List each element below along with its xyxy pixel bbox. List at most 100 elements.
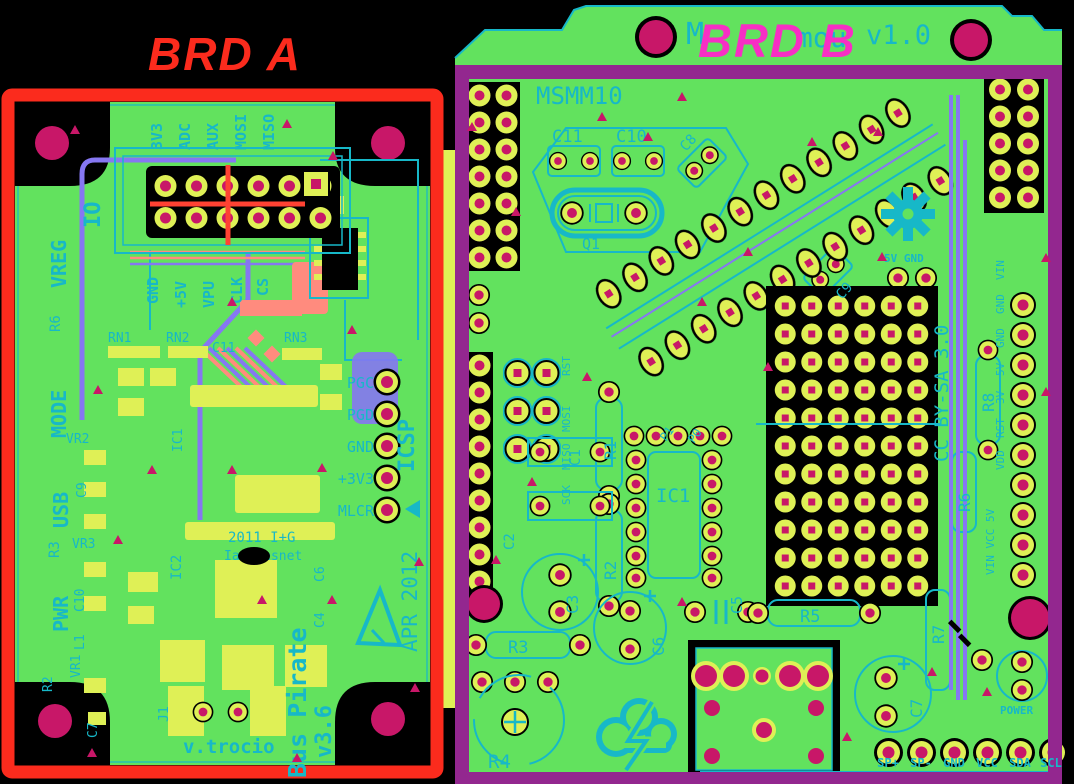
large-via <box>1008 596 1052 640</box>
board-a-title: BRD A <box>148 28 302 80</box>
ref-label: RN1 <box>108 331 131 346</box>
ref-label: R4 <box>488 751 511 773</box>
right-header <box>1008 290 1038 590</box>
violet-trace-bundle <box>947 95 972 700</box>
gear-icon <box>881 187 935 241</box>
pin-label-group: VIN VCC 5V <box>984 508 997 575</box>
icsp-header <box>372 366 420 526</box>
ref-label: IC1 <box>656 485 690 507</box>
arrow-icon <box>405 500 420 518</box>
board-b-silkscreen: MSMM10 C11 C10 C8 Q1 C9 RST MOSI MISO SC… <box>488 82 1062 773</box>
board-a-silkscreen: 3V3 ADC AUX MOSI MISO GND +5V VPU CLK CS… <box>41 114 422 778</box>
pin-label: 3V3 <box>148 123 166 150</box>
pin-label: +5V <box>172 281 190 308</box>
crosshair-pad-icon <box>501 708 529 736</box>
license-label: CC BY-SA 3.0 <box>931 325 953 462</box>
icsp-pin-label: +3V3 <box>338 470 374 488</box>
board-a-frame <box>1 88 444 779</box>
pin-label: MOSI <box>232 114 250 150</box>
dip-socket-diagonal <box>585 87 965 387</box>
ref-label: R5 <box>800 607 820 627</box>
cloud-lightning-logo-icon <box>596 698 677 773</box>
isp-pin-label: RST <box>560 356 573 376</box>
ref-label: L1 <box>73 634 88 650</box>
board-b-title: BRD B <box>698 14 857 67</box>
pin-label: VIN <box>994 260 1007 280</box>
product-name: Bus Pirate <box>283 627 312 778</box>
ref-label: C10 <box>616 127 647 147</box>
pin-label: 3V <box>994 390 1007 404</box>
ref-label: RN3 <box>284 331 307 346</box>
pin-label: CLK <box>228 277 246 304</box>
board-b-frame <box>455 65 1062 784</box>
power-net-label: 5V GND <box>884 252 924 265</box>
credit-year: 2011 I+G <box>228 530 295 546</box>
model-label: MSMM10 <box>536 82 623 110</box>
ref-label: C5 <box>728 596 746 614</box>
ref-label: C2 <box>502 533 518 550</box>
ref-label: R3 <box>47 541 63 558</box>
ref-label: P0 <box>685 426 705 446</box>
icsp-pin-label: PGC <box>347 374 374 392</box>
ref-label: RN2 <box>166 331 189 346</box>
pin-label: SP+ <box>877 756 899 770</box>
ref-label: C7 <box>86 722 101 738</box>
left-header <box>466 82 520 271</box>
pin-label: RST <box>994 418 1007 438</box>
board-name-fragment: mou <box>796 21 847 54</box>
pin-label: GND <box>994 328 1007 348</box>
ref-label: R6 <box>48 315 64 332</box>
mount-hole <box>950 19 992 61</box>
pin-label: ADC <box>176 123 194 150</box>
ref-label: VR3 <box>72 537 95 552</box>
ref-label: C3 <box>563 595 582 614</box>
net-label: VREG <box>47 240 71 288</box>
large-via <box>465 585 503 623</box>
board-version: v1.0 <box>866 20 931 51</box>
pin-label: VPU <box>200 281 218 308</box>
ref-label: C10 <box>73 589 88 612</box>
ref-label: C9 <box>75 482 90 498</box>
board-name-fragment: M <box>686 17 704 52</box>
pin-label: AUX <box>204 123 222 150</box>
bottom-header <box>872 736 1070 769</box>
net-label: PWR <box>49 595 73 632</box>
ref-label: R2 <box>601 561 620 580</box>
mount-hole <box>635 16 677 58</box>
ref-label: VR1 <box>69 655 84 678</box>
pin-label: SP- <box>910 756 932 770</box>
ref-label: C11 <box>212 341 235 356</box>
pin-label: CS <box>254 278 272 296</box>
ref-label: J1 <box>157 706 172 722</box>
pin-label: GND <box>994 294 1007 314</box>
icsp-title: ICSP <box>395 419 420 472</box>
ref-label: R2 <box>41 676 56 692</box>
board-b: M mou v1.0 <box>454 5 1070 784</box>
icsp-pin-label: GND <box>347 438 374 456</box>
url-label: v.trocio <box>183 736 275 758</box>
ref-label: R3 <box>508 638 528 658</box>
top-right-header <box>986 76 1042 211</box>
ref-label: C1 <box>568 449 584 466</box>
pin-label: SDA <box>1009 756 1031 770</box>
ref-label: C4 <box>313 612 328 628</box>
product-version: v3.6 <box>312 705 337 758</box>
isp-pin-label: MISO <box>560 444 573 471</box>
net-label: MODE <box>47 390 71 438</box>
board-a: BRD A 3V3 ADC AUX MOSI MISO GND +5V VPU … <box>1 28 462 779</box>
pin-label: GND <box>943 756 965 770</box>
speaker-footprint <box>688 640 840 778</box>
proto-matrix <box>756 286 940 606</box>
date-label: APR 2012 <box>398 551 422 652</box>
net-label: USB <box>49 492 73 528</box>
icsp-pin-label: PGD <box>347 406 374 424</box>
isp-pin-label: MOSI <box>560 406 573 433</box>
io-header <box>114 147 351 254</box>
c8-capacitor <box>677 138 727 188</box>
ref-label: C11 <box>552 127 583 147</box>
pin-label: SCL <box>1040 756 1062 770</box>
icsp-pin-label: MLCR <box>338 502 375 520</box>
isp-pin-label: SCK <box>560 485 573 505</box>
